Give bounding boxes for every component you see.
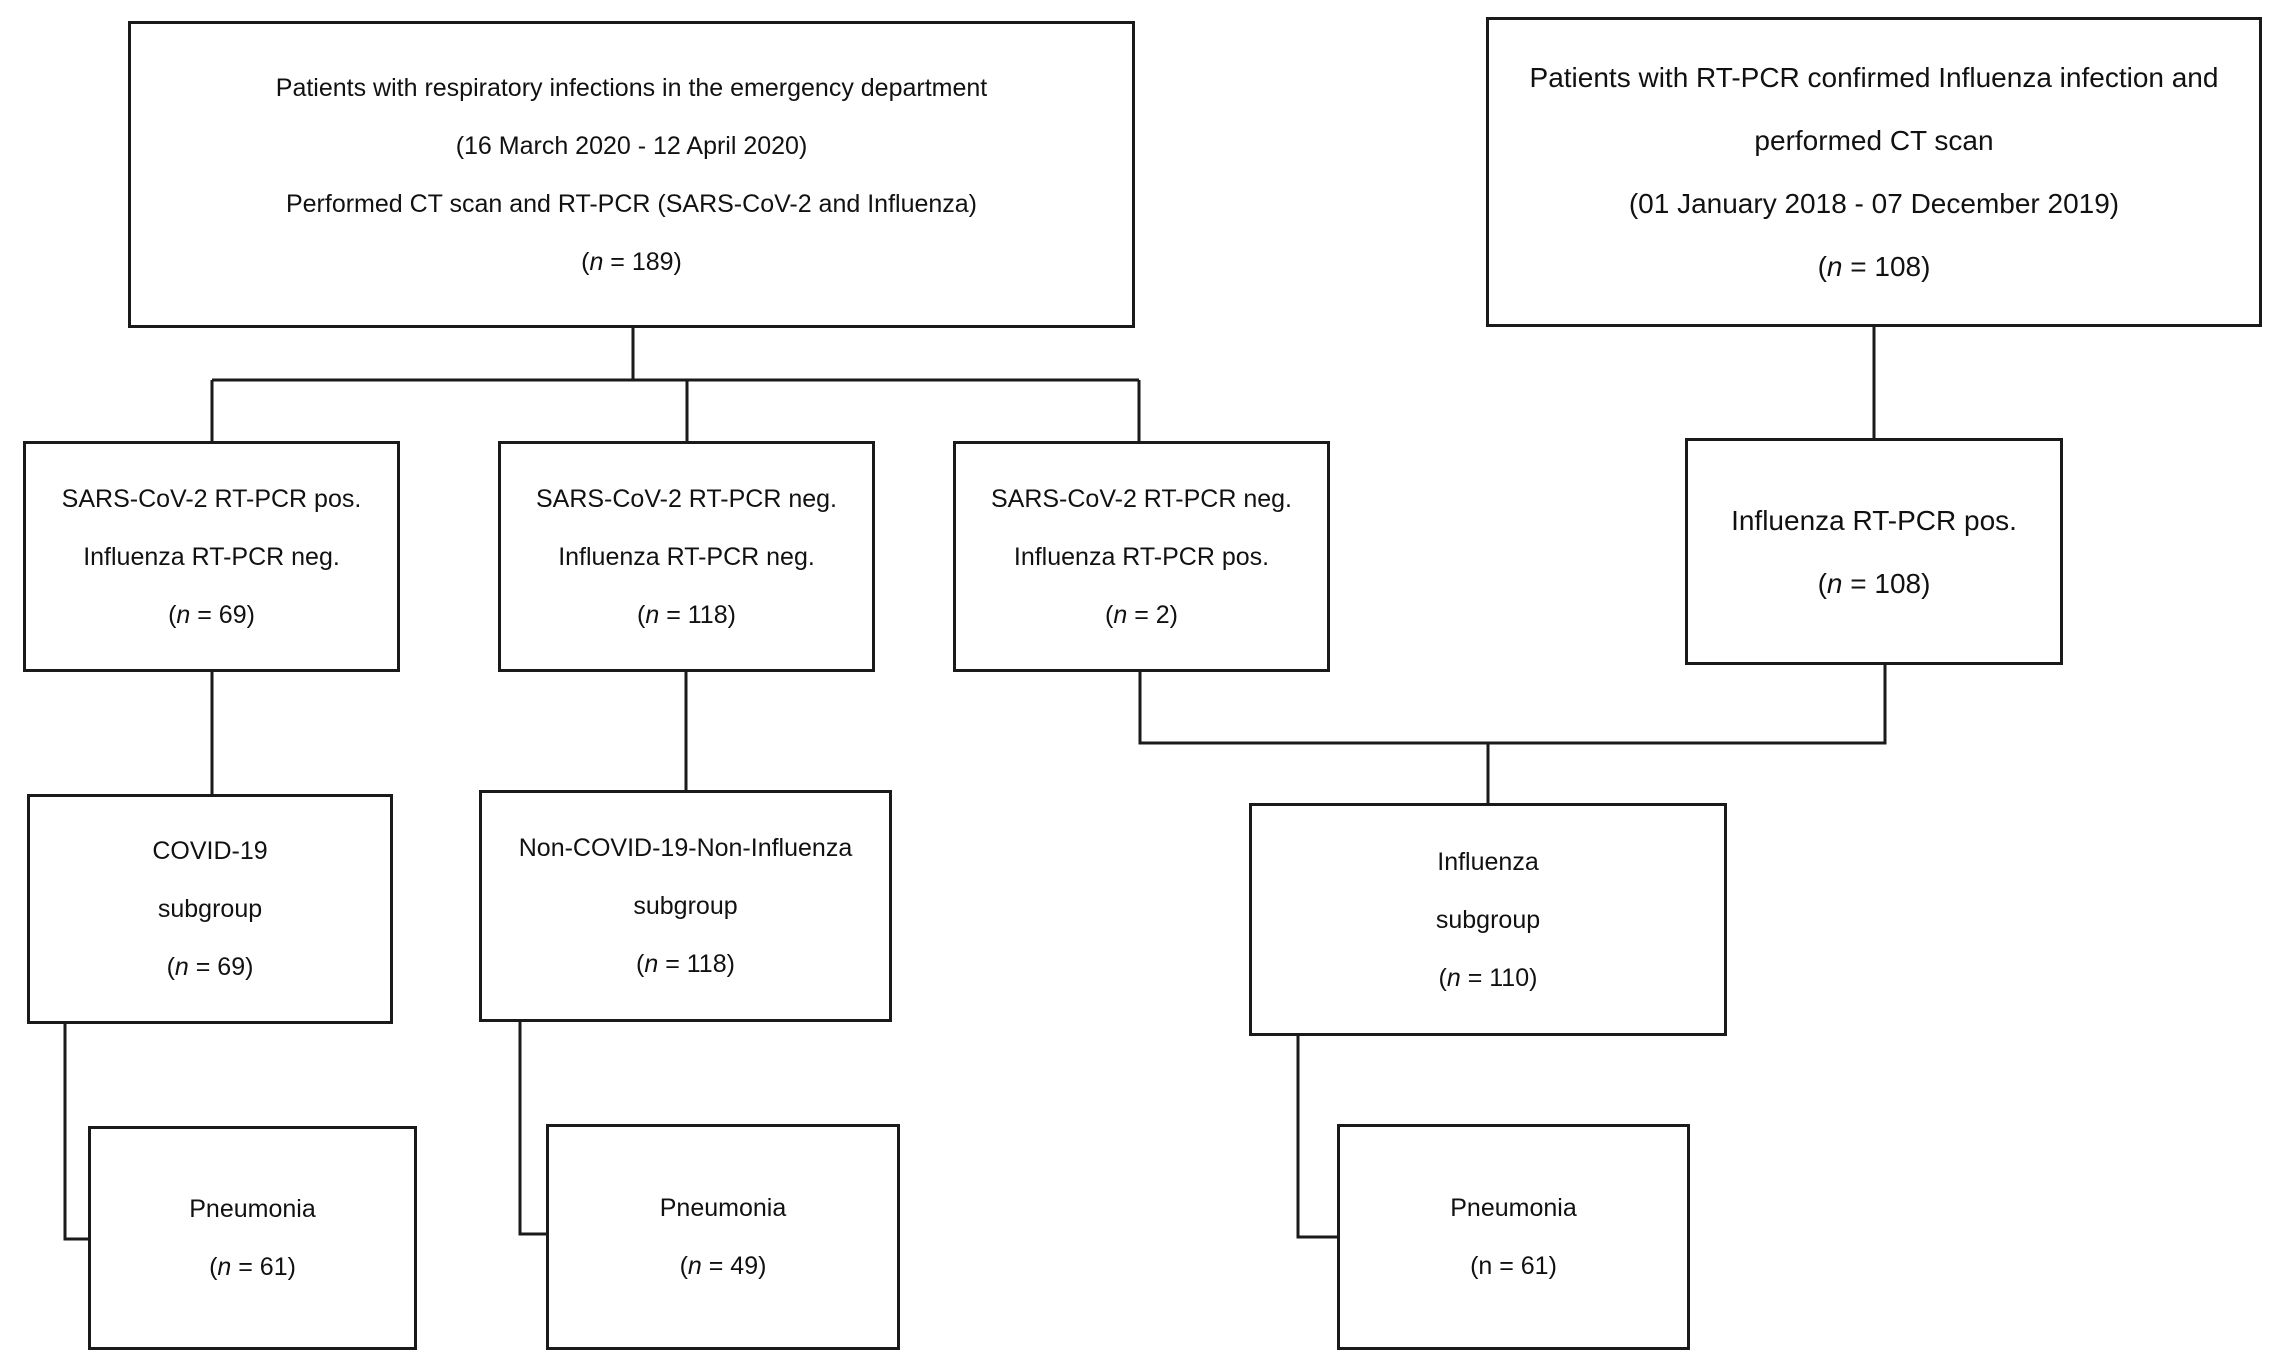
influenza-pneumonia-count: (n = 61) bbox=[1470, 1252, 1557, 1280]
main-cohort-line3: Performed CT scan and RT-PCR (SARS-CoV-2… bbox=[285, 189, 978, 218]
influenza-pneumonia-box: Pneumonia (n = 61) bbox=[1337, 1124, 1690, 1350]
influenza-cohort-line1: Patients with RT-PCR confirmed Influenza… bbox=[1529, 62, 2219, 93]
covid-subgroup-line1: COVID-19 bbox=[152, 837, 268, 865]
connector-covid-pneumonia bbox=[63, 1022, 90, 1241]
connector-main-to-branches bbox=[210, 328, 1141, 441]
influenza-pcr-pos-count: (n = 108) bbox=[1817, 567, 1931, 599]
sars-neg-flu-neg-line1: SARS-CoV-2 RT-PCR neg. bbox=[535, 484, 838, 513]
main-cohort-line2: (16 March 2020 - 12 April 2020) bbox=[455, 131, 808, 160]
main-cohort-box: Patients with respiratory infections in … bbox=[128, 21, 1135, 328]
influenza-cohort-line3: (01 January 2018 - 07 December 2019) bbox=[1628, 188, 2120, 219]
covid-pneumonia-box: Pneumonia (n = 61) bbox=[88, 1126, 417, 1350]
noncovid-subgroup-box: Non-COVID-19-Non-Influenza subgroup (n =… bbox=[479, 790, 892, 1022]
sars-neg-flu-neg-box: SARS-CoV-2 RT-PCR neg. Influenza RT-PCR … bbox=[498, 441, 875, 672]
sars-pos-flu-neg-count: (n = 69) bbox=[168, 600, 255, 629]
noncovid-subgroup-line1: Non-COVID-19-Non-Influenza bbox=[518, 834, 853, 862]
main-cohort-count: (n = 189) bbox=[581, 247, 682, 276]
sars-pos-flu-neg-line1: SARS-CoV-2 RT-PCR pos. bbox=[61, 484, 362, 513]
covid-subgroup-count: (n = 69) bbox=[166, 953, 254, 981]
influenza-subgroup-count: (n = 110) bbox=[1438, 963, 1538, 992]
covid-pneumonia-line1: Pneumonia bbox=[189, 1195, 316, 1223]
noncovid-pneumonia-count: (n = 49) bbox=[679, 1252, 767, 1280]
covid-subgroup-line2: subgroup bbox=[157, 895, 263, 923]
influenza-cohort-count: (n = 108) bbox=[1817, 251, 1931, 282]
influenza-subgroup-line1: Influenza bbox=[1437, 847, 1539, 876]
influenza-pneumonia-line1: Pneumonia bbox=[1450, 1194, 1577, 1222]
sars-pos-flu-neg-box: SARS-CoV-2 RT-PCR pos. Influenza RT-PCR … bbox=[23, 441, 400, 672]
influenza-subgroup-box: Influenza subgroup (n = 110) bbox=[1249, 803, 1727, 1036]
sars-neg-flu-pos-box: SARS-CoV-2 RT-PCR neg. Influenza RT-PCR … bbox=[953, 441, 1330, 672]
connector-merge-influenza bbox=[1138, 628, 1887, 805]
sars-neg-flu-pos-count: (n = 2) bbox=[1105, 600, 1178, 629]
noncovid-subgroup-line2: subgroup bbox=[633, 892, 738, 920]
influenza-pcr-pos-box: Influenza RT-PCR pos. (n = 108) bbox=[1685, 438, 2063, 665]
influenza-cohort-line2: performed CT scan bbox=[1754, 125, 1994, 156]
influenza-subgroup-line2: subgroup bbox=[1435, 905, 1541, 934]
noncovid-pneumonia-box: Pneumonia (n = 49) bbox=[546, 1124, 900, 1350]
influenza-pcr-pos-line1: Influenza RT-PCR pos. bbox=[1731, 504, 2017, 536]
connector-noncovid-pneumonia bbox=[518, 1020, 548, 1236]
connector-influenza-pneumonia bbox=[1296, 1034, 1339, 1239]
sars-pos-flu-neg-line2: Influenza RT-PCR neg. bbox=[83, 542, 340, 571]
sars-neg-flu-neg-line2: Influenza RT-PCR neg. bbox=[558, 542, 815, 571]
noncovid-pneumonia-line1: Pneumonia bbox=[659, 1194, 787, 1222]
main-cohort-line1: Patients with respiratory infections in … bbox=[275, 73, 988, 102]
noncovid-subgroup-count: (n = 118) bbox=[636, 950, 735, 978]
influenza-cohort-box: Patients with RT-PCR confirmed Influenza… bbox=[1486, 17, 2262, 327]
sars-neg-flu-neg-count: (n = 118) bbox=[637, 600, 736, 629]
covid-subgroup-box: COVID-19 subgroup (n = 69) bbox=[27, 794, 393, 1024]
sars-neg-flu-pos-line2: Influenza RT-PCR pos. bbox=[1013, 542, 1270, 571]
sars-neg-flu-pos-line1: SARS-CoV-2 RT-PCR neg. bbox=[990, 484, 1293, 513]
covid-pneumonia-count: (n = 61) bbox=[209, 1253, 296, 1281]
